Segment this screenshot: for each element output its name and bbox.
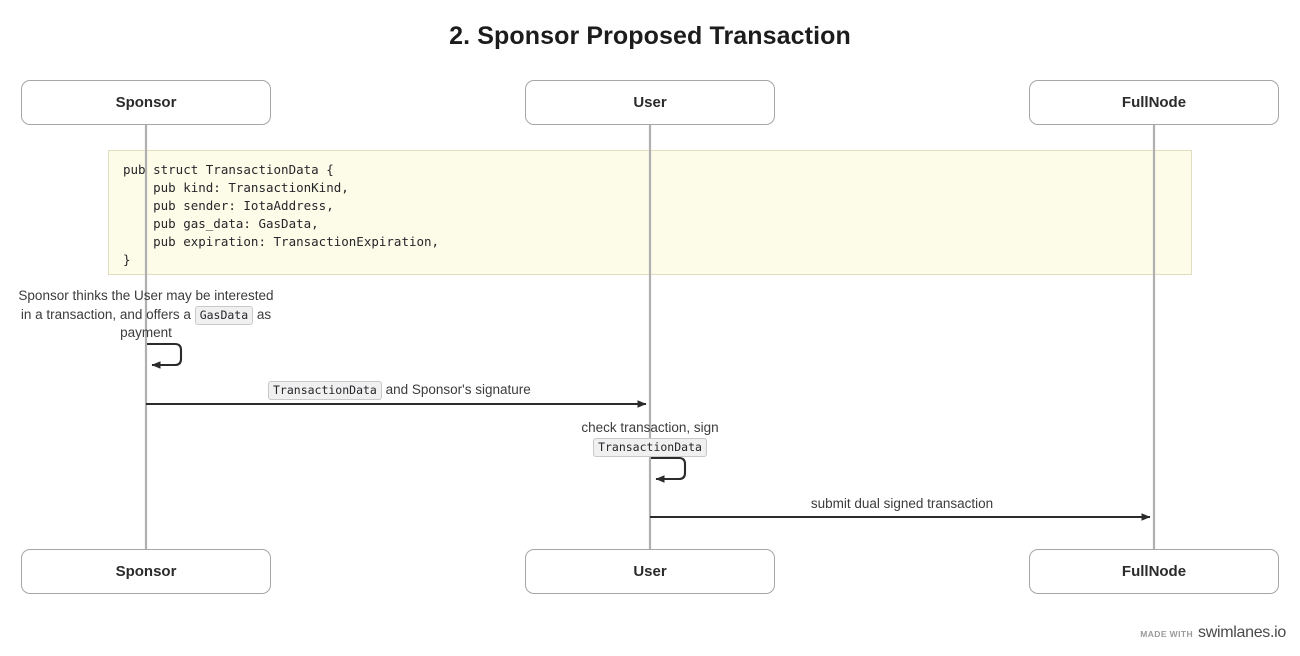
participant-label: Sponsor [115,94,177,111]
page-title: 2. Sponsor Proposed Transaction [449,22,851,50]
message-label-line-1: check transaction, sign [581,420,719,435]
message-label-sponsor-to-user: TransactionData and Sponsor's signature [268,381,531,400]
note-line-2-pre: in a transaction, and offers a [20,306,195,322]
note-line-2-post: as [253,306,272,322]
participant-label: FullNode [1121,563,1187,580]
watermark[interactable]: MADE WITH swimlanes.io [1140,624,1286,642]
participant-box-user-top[interactable]: User [525,80,775,125]
message-label-user-to-fullnode: submit dual signed transaction [780,495,1024,514]
participant-box-sponsor-top[interactable]: Sponsor [21,80,271,125]
participant-label: FullNode [1121,94,1187,111]
watermark-made-with: MADE WITH [1140,629,1193,639]
inline-code-transactiondata: TransactionData [593,437,707,457]
code-note-content: pub struct TransactionData { pub kind: T… [123,162,440,267]
self-loop-user [651,456,687,483]
message-label-text: submit dual signed transaction [810,496,994,511]
participant-label: User [633,94,667,111]
self-loop-sponsor [147,342,183,369]
inline-code-transactiondata: TransactionData [268,381,382,400]
inline-code-gasdata: GasData [194,305,254,325]
note-line-1: Sponsor thinks the User may be intereste… [18,288,274,303]
note-line-3: payment [120,325,172,340]
participant-box-sponsor-bottom[interactable]: Sponsor [21,549,271,594]
message-label-text: and Sponsor's signature [381,382,531,397]
watermark-brand: swimlanes.io [1198,624,1286,641]
participant-label: Sponsor [115,563,177,580]
participant-box-user-bottom[interactable]: User [525,549,775,594]
participant-box-fullnode-top[interactable]: FullNode [1029,80,1279,125]
note-sponsor-intent: Sponsor thinks the User may be intereste… [16,287,276,343]
participant-label: User [633,563,667,580]
participant-box-fullnode-bottom[interactable]: FullNode [1029,549,1279,594]
message-label-user-self-check: check transaction, sign TransactionData [560,419,740,457]
